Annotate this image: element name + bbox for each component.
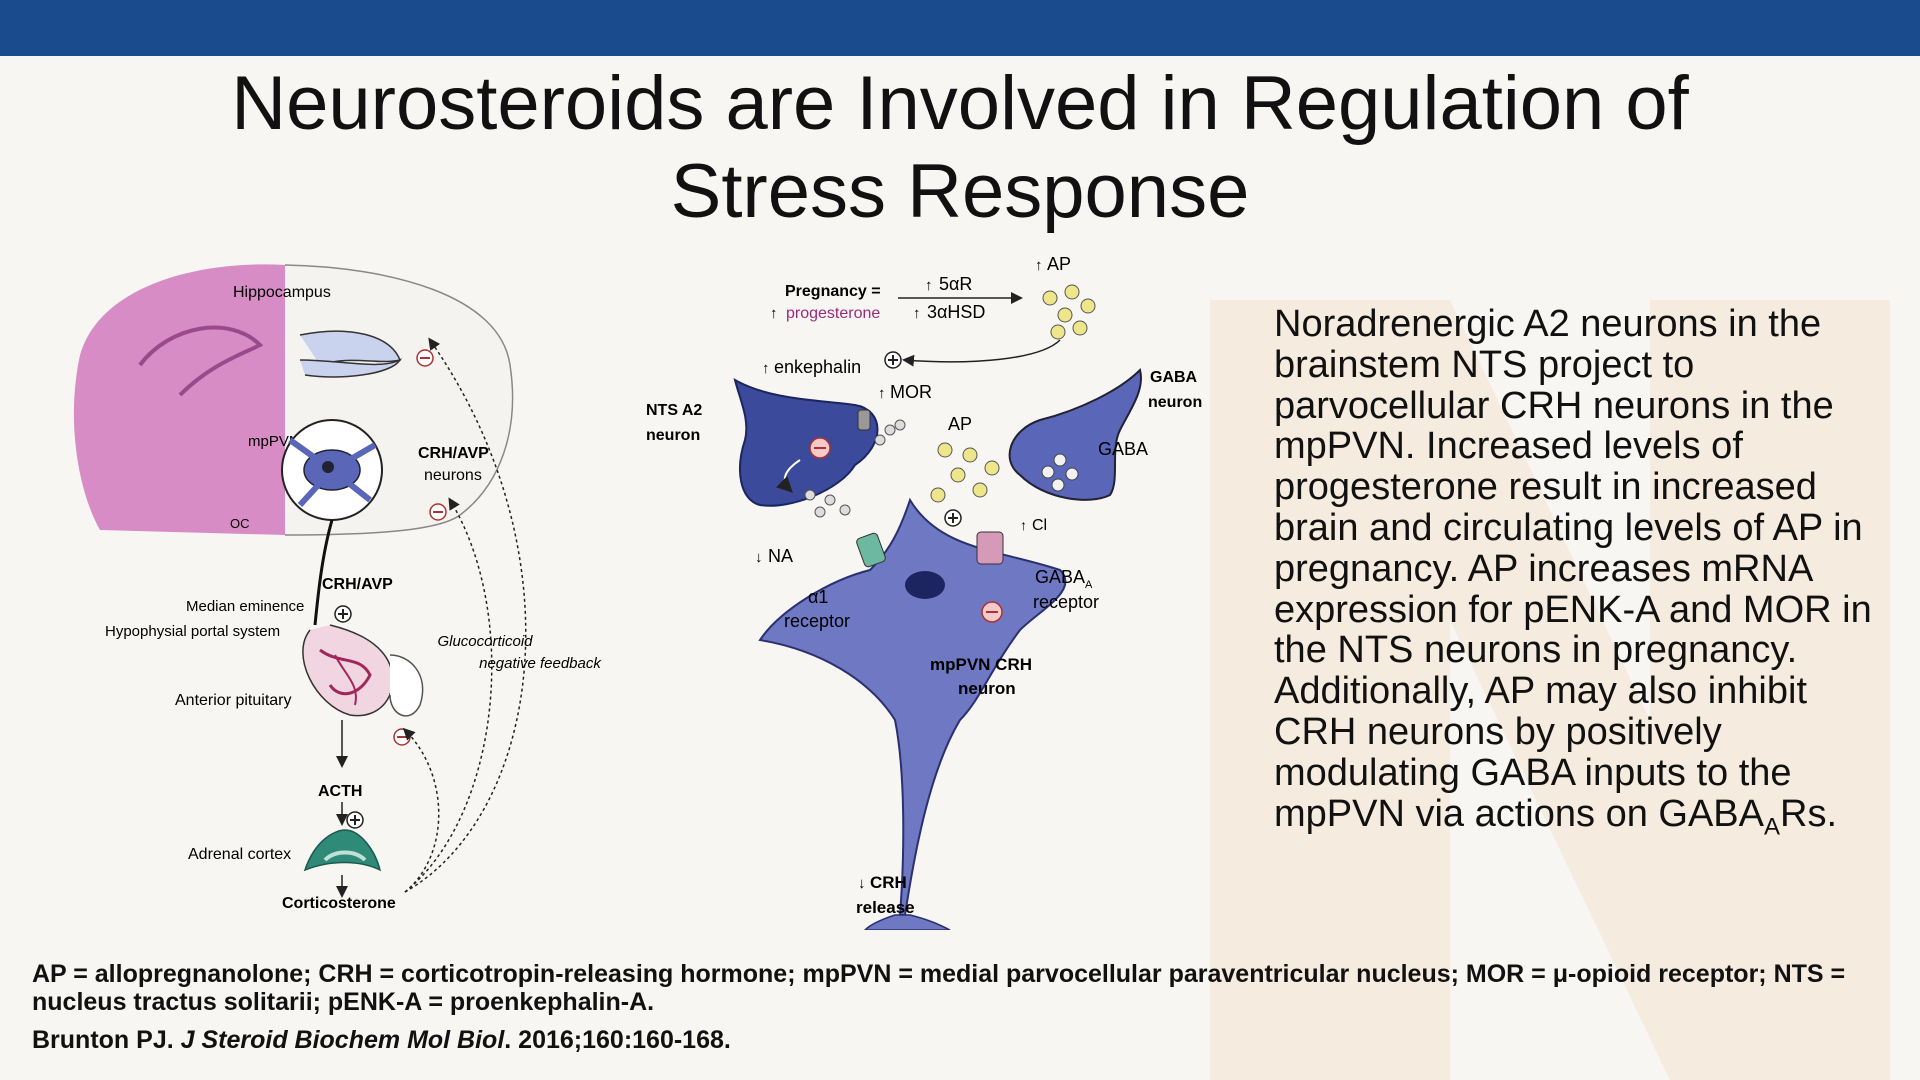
label-crh-avp-neurons-1: CRH/AVP xyxy=(418,445,489,462)
hpa-axis-diagram: Hippocampus mpPVN OC CRH/AVP neurons CRH… xyxy=(73,264,602,912)
description-subscript: A xyxy=(1764,813,1781,841)
label-alpha1-1: α1 xyxy=(808,587,828,607)
label-mppvn-crh-2: neuron xyxy=(958,679,1016,698)
background-watermark xyxy=(1210,300,1890,1080)
nts-a2-neuron xyxy=(733,377,879,507)
label-crh-release-1: CRH xyxy=(870,873,907,892)
neurosteroid-mechanism-diagram: Pregnancy = ↑ progesterone ↑ 5αR ↑ 3αHSD… xyxy=(646,254,1202,930)
label-corticosterone: Corticosterone xyxy=(282,895,396,912)
arrow-up-enkephalin: ↑ xyxy=(762,360,770,377)
citation-details: . 2016;160:160-168. xyxy=(504,1026,731,1054)
citation-journal: J Steroid Biochem Mol Biol xyxy=(180,1026,505,1054)
label-portal-system: Hypophysial portal system xyxy=(105,623,280,640)
arrow-down-na: ↓ xyxy=(755,549,763,566)
label-ap-mid: AP xyxy=(948,414,972,434)
label-gaba-neuron-1: GABA xyxy=(1150,369,1198,386)
description-end: Rs. xyxy=(1780,792,1838,835)
arrow-up-mor: ↑ xyxy=(878,385,886,402)
label-cl: Cl xyxy=(1032,517,1047,534)
arrow-up-5ar: ↑ xyxy=(925,277,933,294)
slide-title-line-1: Neurosteroids are Involved in Regulation… xyxy=(231,61,1689,146)
arrow-up-ap-top: ↑ xyxy=(1035,257,1043,274)
label-enkephalin: enkephalin xyxy=(774,357,861,377)
label-feedback-2: negative feedback xyxy=(479,655,602,672)
slide-title: Neurosteroids are Involved in Regulation… xyxy=(0,60,1920,236)
label-hippocampus: Hippocampus xyxy=(233,284,331,301)
label-mppvn: mpPVN xyxy=(248,433,300,450)
label-feedback-1: Glucocorticoid xyxy=(437,633,533,650)
citation: Brunton PJ. J Steroid Biochem Mol Biol. … xyxy=(32,1026,1892,1054)
description-paragraph: Noradrenergic A2 neurons in the brainste… xyxy=(1274,304,1884,848)
ap-molecules-mid xyxy=(930,442,1000,503)
label-adrenal-cortex: Adrenal cortex xyxy=(188,846,291,863)
abbreviations-footnote: AP = allopregnanolone; CRH = corticotrop… xyxy=(32,960,1846,1016)
citation-authors: Brunton PJ. xyxy=(32,1026,174,1054)
label-5ar: 5αR xyxy=(939,274,972,294)
label-anterior-pituitary: Anterior pituitary xyxy=(175,692,292,709)
label-gaba: GABA xyxy=(1098,439,1148,459)
mppvn-crh-neuron xyxy=(758,497,1067,916)
label-gabaa-2: receptor xyxy=(1033,592,1099,612)
label-nts-a2-1: NTS A2 xyxy=(646,402,702,419)
label-nts-a2-2: neuron xyxy=(646,427,700,444)
slide-title-line-2: Stress Response xyxy=(670,149,1250,234)
label-crh-avp-neurons-2: neurons xyxy=(424,467,482,484)
label-crh-release-2: release xyxy=(856,898,915,917)
label-alpha1-2: receptor xyxy=(784,611,850,631)
label-oc: OC xyxy=(230,516,250,531)
label-3ahsd: 3αHSD xyxy=(927,302,985,322)
arrow-down-crh: ↓ xyxy=(858,875,866,892)
label-ap-top: AP xyxy=(1047,254,1071,274)
ap-molecules-top xyxy=(1042,284,1096,340)
label-gabaa-1: GABAA xyxy=(1035,567,1093,591)
label-pregnancy: Pregnancy = xyxy=(785,283,881,300)
brain-section-stained xyxy=(73,264,285,535)
label-median-eminence: Median eminence xyxy=(186,598,304,615)
label-progesterone: progesterone xyxy=(786,305,880,322)
description-text: Noradrenergic A2 neurons in the brainste… xyxy=(1274,303,1872,835)
arrow-up-cl: ↑ xyxy=(1020,517,1027,533)
label-gaba-neuron-2: neuron xyxy=(1148,394,1202,411)
gaba-neuron xyxy=(1008,368,1142,501)
label-mppvn-crh-1: mpPVN CRH xyxy=(930,655,1032,674)
label-acth: ACTH xyxy=(318,783,362,800)
top-banner xyxy=(0,0,1920,56)
label-na: NA xyxy=(768,546,793,566)
arrow-up-progesterone: ↑ xyxy=(770,305,778,322)
label-crh-avp: CRH/AVP xyxy=(322,576,393,593)
label-mor: MOR xyxy=(890,382,932,402)
arrow-up-3ahsd: ↑ xyxy=(913,305,921,322)
